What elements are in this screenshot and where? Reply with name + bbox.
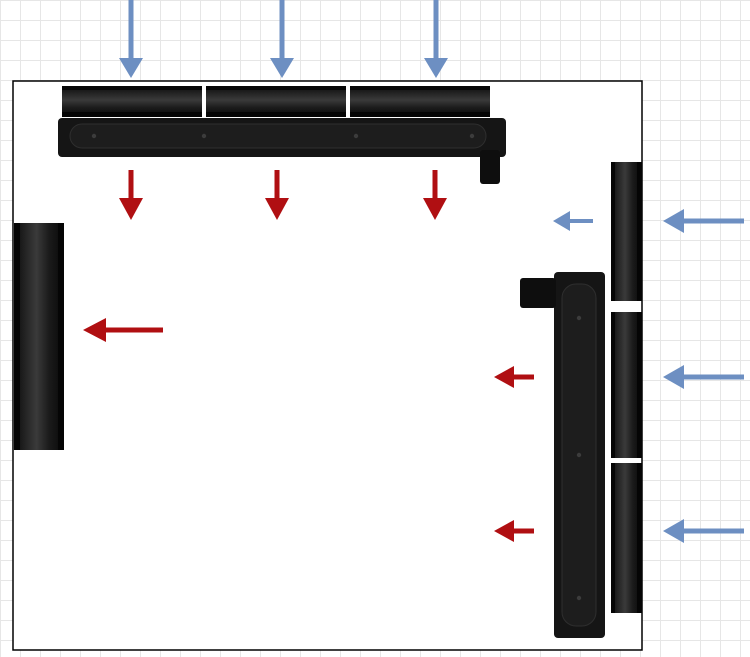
- intake-arrows: [119, 0, 744, 543]
- front-radiator: [520, 272, 605, 638]
- top-radiator: [58, 118, 506, 184]
- top-intake-arrow-1: [119, 0, 143, 78]
- rear-exhaust-fan: [14, 223, 64, 450]
- case-outline: [12, 80, 643, 651]
- exhaust-arrows: [83, 170, 534, 542]
- top-exhaust-arrow-3: [423, 170, 447, 220]
- top-intake-arrow-2: [270, 0, 294, 78]
- top-fan-1: [62, 86, 202, 117]
- front-intake-arrow-3: [663, 519, 744, 543]
- front-intake-inner-arrow: [553, 211, 593, 231]
- top-intake-arrow-3: [424, 0, 448, 78]
- front-exhaust-arrow-2: [494, 520, 534, 542]
- top-fan-3: [350, 86, 490, 117]
- front-fan-3: [611, 463, 642, 613]
- top-fan-2: [206, 86, 346, 117]
- front-exhaust-arrow-1: [494, 366, 534, 388]
- front-intake-arrow-1: [663, 209, 744, 233]
- front-radiator-fittings: [520, 278, 556, 308]
- front-fan-1: [611, 162, 642, 301]
- front-intake-arrow-2: [663, 365, 744, 389]
- front-fan-2: [611, 312, 642, 458]
- rear-exhaust-arrow: [83, 318, 163, 342]
- top-exhaust-arrow-1: [119, 170, 143, 220]
- top-radiator-fittings: [480, 150, 500, 184]
- top-exhaust-arrow-2: [265, 170, 289, 220]
